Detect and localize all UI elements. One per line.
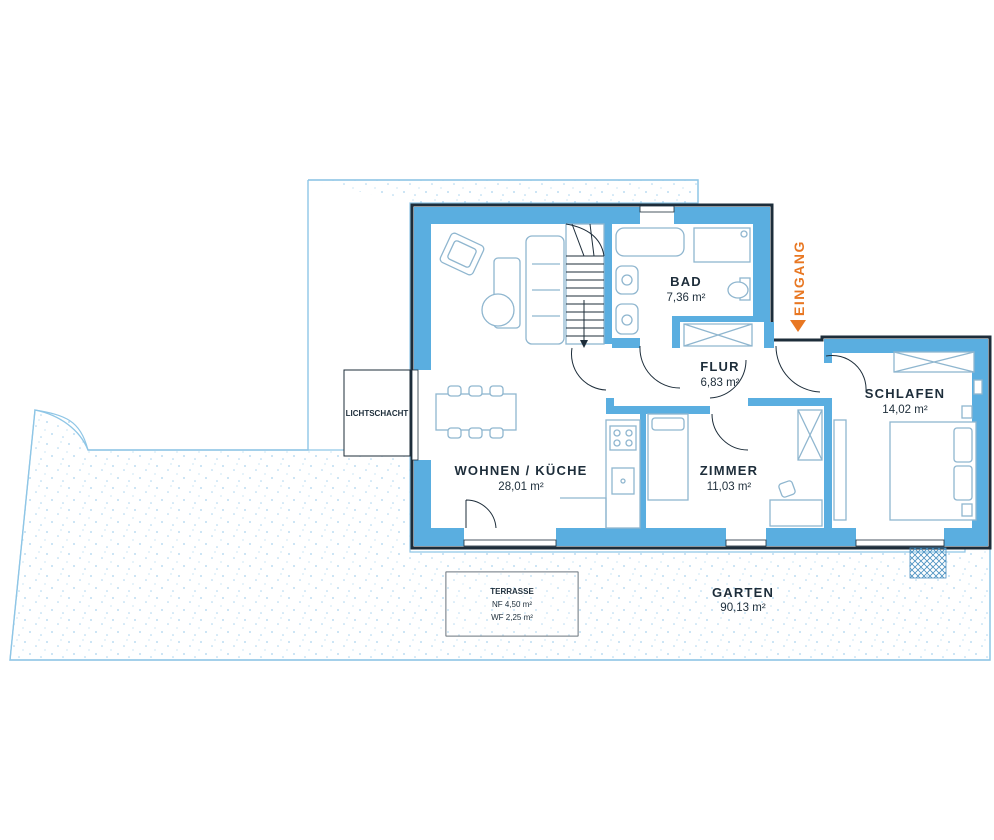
windows xyxy=(411,205,945,547)
room-area-wohnen: 28,01 m² xyxy=(498,481,544,493)
terrasse-wf: WF 2,25 m² xyxy=(491,613,533,622)
room-name-bad: BAD xyxy=(670,274,702,289)
room-area-schlafen: 14,02 m² xyxy=(882,404,928,416)
entrance-marker: EINGANG xyxy=(790,240,807,332)
room-name-schlafen: SCHLAFEN xyxy=(865,386,945,401)
staircase xyxy=(565,223,605,348)
light-well-grate xyxy=(909,547,947,579)
room-furniture xyxy=(647,409,823,527)
lichtschacht xyxy=(343,369,411,457)
terrasse-area xyxy=(445,571,579,637)
terrasse-name: TERRASSE xyxy=(490,587,534,596)
room-name-garten: GARTEN xyxy=(712,585,774,600)
terrasse-nf: NF 4,50 m² xyxy=(492,600,532,609)
room-area-zimmer: 11,03 m² xyxy=(707,481,752,493)
room-name-wohnen: WOHNEN / KÜCHE xyxy=(454,463,587,478)
entrance-label: EINGANG xyxy=(791,240,807,316)
wall-fill xyxy=(414,207,988,546)
bedroom-furniture xyxy=(833,351,983,521)
outer-wall xyxy=(410,203,992,550)
entrance-arrow-icon xyxy=(790,320,806,332)
living-furniture xyxy=(435,232,641,529)
hall-details xyxy=(571,345,867,399)
garden-outline xyxy=(9,179,991,661)
room-name-flur: FLUR xyxy=(700,359,739,374)
room-name-zimmer: ZIMMER xyxy=(700,463,758,478)
room-area-flur: 6,83 m² xyxy=(701,377,740,389)
room-area-garten: 90,13 m² xyxy=(720,602,766,614)
lichtschacht-label: LICHTSCHACHT xyxy=(346,409,409,418)
bath-fixtures xyxy=(615,227,753,389)
room-area-bad: 7,36 m² xyxy=(667,292,706,304)
